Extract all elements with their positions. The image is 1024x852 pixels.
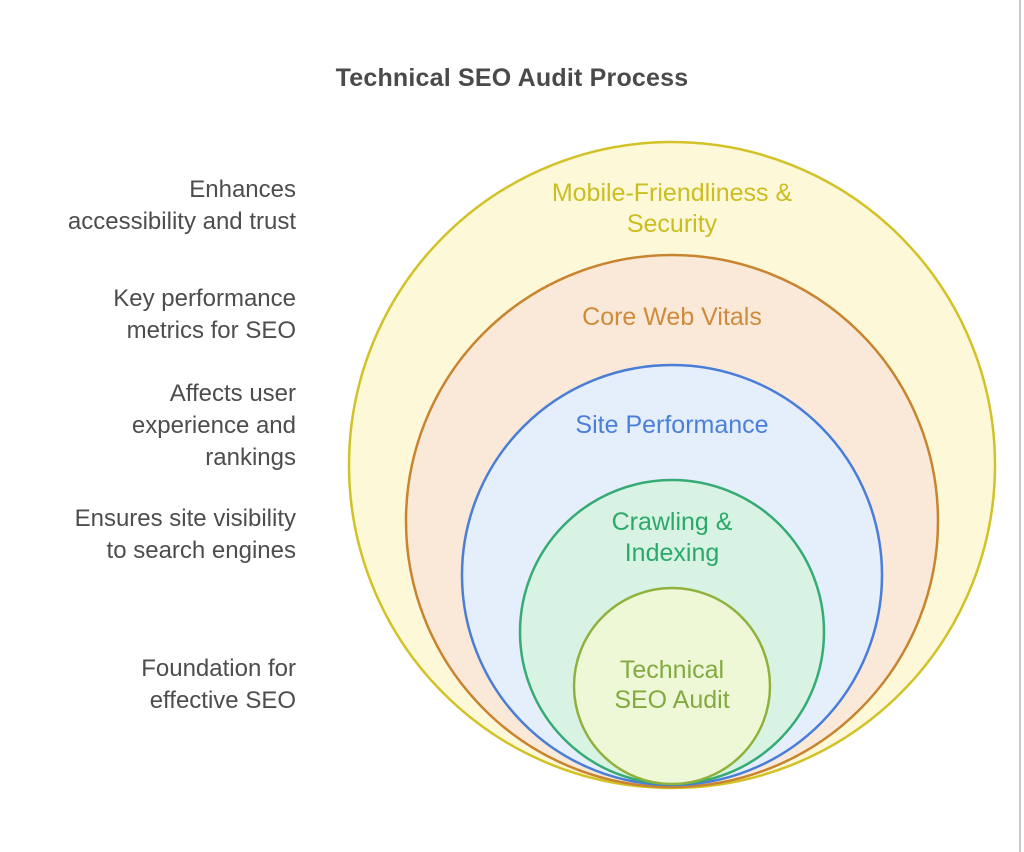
ring-label-0: Security — [627, 210, 718, 238]
window-right-border — [1019, 0, 1021, 852]
ring-label-3: Crawling & — [612, 508, 733, 536]
ring-label-4: SEO Audit — [614, 686, 729, 714]
ring-circle-4 — [572, 586, 772, 786]
ring-label-4: Technical — [620, 656, 724, 684]
annotation-ensures-site-visibility: Ensures site visibility to search engine… — [74, 505, 296, 564]
ring-label-0: Mobile-Friendliness & — [552, 179, 793, 207]
page-title: Technical SEO Audit Process — [335, 64, 689, 92]
ring-label-2: Site Performance — [575, 411, 768, 439]
annotation-key-performance-metrics: Key performance metrics for SEO — [113, 285, 296, 344]
annotation-affects-user-experience: Affects user experience and rankings — [131, 380, 296, 471]
ring-label-3: Indexing — [625, 539, 720, 567]
annotation-enhances-accessibility: Enhances accessibility and trust — [67, 176, 296, 235]
annotation-foundation-effective-seo: Foundation for effective SEO — [141, 655, 296, 714]
ring-label-1: Core Web Vitals — [582, 303, 762, 331]
